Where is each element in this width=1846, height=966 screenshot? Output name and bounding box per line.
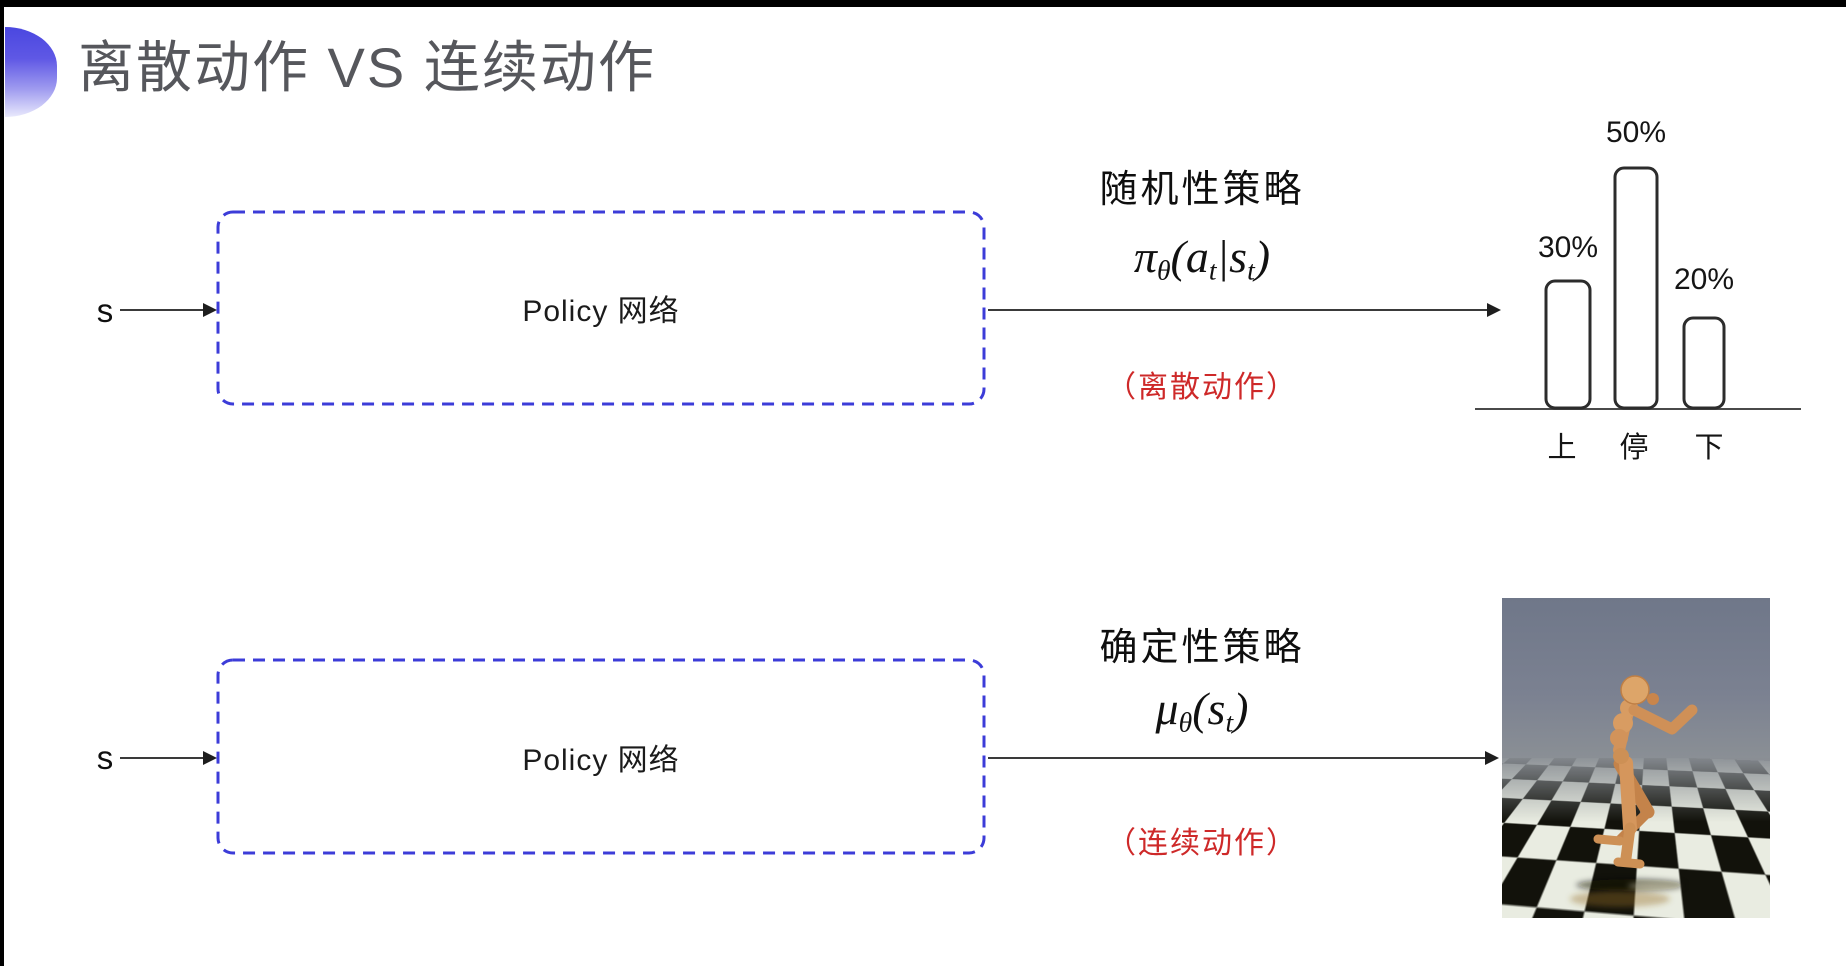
formula-theta-sub-2: θ bbox=[1178, 706, 1193, 738]
dashed-border-top bbox=[216, 210, 986, 406]
formula-theta-sub: θ bbox=[1156, 254, 1171, 286]
dashed-border-bottom bbox=[216, 658, 986, 855]
output-arrow-top bbox=[988, 303, 1501, 317]
bar-value-label-20: 20% bbox=[1673, 263, 1735, 296]
state-input-label-top: s bbox=[96, 292, 114, 329]
formula-pi: π bbox=[1133, 231, 1157, 282]
bar-category-stop: 停 bbox=[1619, 432, 1649, 464]
deterministic-policy-formula: μθ(st) bbox=[1040, 682, 1364, 739]
formula-s: s bbox=[1229, 231, 1248, 282]
continuous-action-tag: （连续动作） bbox=[1106, 827, 1298, 860]
formula-a-sub: t bbox=[1208, 254, 1217, 286]
policy-box-label-top: Policy 网络 bbox=[522, 295, 680, 328]
action-probability-bar-chart bbox=[1475, 166, 1801, 410]
bar-value-label-30: 30% bbox=[1537, 231, 1599, 264]
page-title: 离散动作 VS 连续动作 bbox=[78, 36, 656, 99]
stochastic-policy-title: 随机性策略 bbox=[1099, 169, 1305, 211]
state-input-label-bottom: s bbox=[96, 739, 114, 776]
policy-network-box-top: Policy 网络 bbox=[216, 210, 986, 406]
title-accent-half-disc-icon bbox=[5, 27, 57, 117]
formula-close-paren-2: ) bbox=[1233, 683, 1249, 734]
bar-category-down: 下 bbox=[1694, 432, 1724, 464]
top-border-strip bbox=[0, 0, 1846, 7]
bar-down-20 bbox=[1682, 316, 1726, 410]
formula-s-sub: t bbox=[1247, 254, 1255, 286]
humanoid-robot-figure bbox=[1570, 675, 1698, 907]
formula-s-2: s bbox=[1207, 683, 1226, 734]
humanoid-simulation-image bbox=[1502, 598, 1770, 918]
robot-head bbox=[1620, 675, 1650, 705]
left-border-strip bbox=[0, 0, 4, 966]
input-arrow-top bbox=[120, 303, 217, 317]
bar-category-up: 上 bbox=[1547, 432, 1577, 464]
bar-stop-50 bbox=[1613, 166, 1659, 410]
stochastic-policy-formula: πθ(at|st) bbox=[1040, 230, 1364, 287]
formula-open-paren-2: ( bbox=[1192, 683, 1208, 734]
formula-bar: | bbox=[1216, 231, 1230, 282]
formula-mu: μ bbox=[1155, 683, 1179, 734]
deterministic-policy-title: 确定性策略 bbox=[1099, 627, 1305, 669]
policy-box-label-bottom: Policy 网络 bbox=[522, 743, 680, 777]
bar-value-label-50: 50% bbox=[1605, 116, 1667, 149]
formula-a: a bbox=[1185, 231, 1209, 282]
formula-open-paren: ( bbox=[1170, 231, 1186, 282]
discrete-action-tag: （离散动作） bbox=[1106, 371, 1298, 404]
formula-close-paren: ) bbox=[1254, 231, 1271, 282]
input-arrow-bottom bbox=[120, 751, 217, 765]
formula-s-sub-2: t bbox=[1225, 706, 1234, 738]
output-arrow-bottom bbox=[988, 751, 1499, 765]
policy-network-box-bottom: Policy 网络 bbox=[216, 658, 986, 855]
bar-up-30 bbox=[1544, 279, 1592, 410]
